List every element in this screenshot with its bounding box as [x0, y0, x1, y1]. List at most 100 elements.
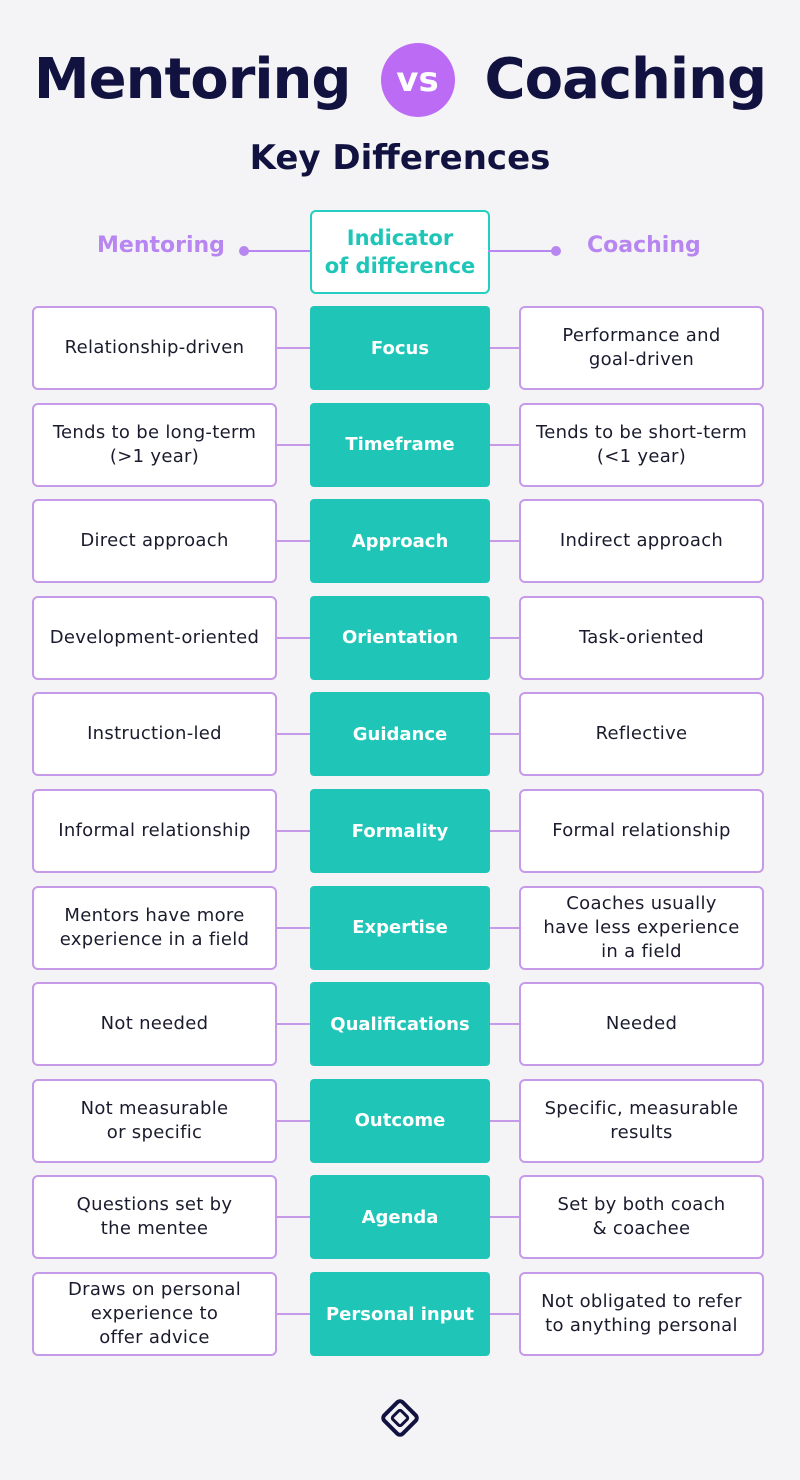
- table-row: Instruction-led Guidance Reflective: [0, 692, 800, 777]
- table-row: Development-oriented Orientation Task-orie…: [0, 595, 800, 680]
- table-row: Tends to be long-term(>1 year) Timeframe T…: [0, 402, 800, 487]
- coaching-cell-line: Performance and: [562, 325, 721, 346]
- coaching-cell-line: Indirect approach: [559, 530, 724, 552]
- mentoring-cell: Tends to be long-term(>1 year): [32, 402, 277, 487]
- connector-right: [488, 830, 521, 832]
- coaching-cell: Formal relationship: [519, 789, 764, 873]
- mentoring-cell-line: experience in a field: [59, 928, 250, 950]
- legend-coaching: Coaching: [587, 233, 701, 258]
- coaching-cell-line: Reflective: [595, 723, 688, 745]
- mentoring-cell-line: Direct approach: [80, 530, 229, 552]
- indicator-cell: Focus: [310, 306, 490, 390]
- coaching-cell-line: & coachee: [592, 1218, 691, 1240]
- legend-right-line: [488, 250, 556, 252]
- indicator-cell: Guidance: [310, 692, 490, 777]
- coaching-cell: Needed: [519, 982, 764, 1067]
- indicator-cell: Timeframe: [310, 402, 490, 487]
- legend-mentoring: Mentoring: [97, 233, 225, 258]
- mentoring-cell-line: Relationship-driven: [64, 337, 245, 358]
- brand-logo-icon: [381, 1399, 419, 1437]
- indicator-cell: Personal input: [310, 1272, 490, 1356]
- coaching-cell-line: Needed: [605, 1013, 678, 1035]
- indicator-cell: Qualifications: [310, 982, 490, 1067]
- connector-left: [277, 1313, 312, 1315]
- coaching-cell-line: Specific, measurable: [544, 1097, 739, 1119]
- coaching-cell-line: have less experience: [543, 916, 740, 938]
- title-coaching: Coaching: [484, 47, 768, 112]
- coaching-cell: Performance and goal-driven: [519, 306, 764, 390]
- connector-left: [277, 1119, 312, 1122]
- indicator-header-line2: of difference: [324, 254, 476, 278]
- mentoring-cell-line: Draws on personal: [67, 1279, 242, 1300]
- mentoring-cell-line: (>1 year): [109, 445, 200, 467]
- connector-right: [488, 443, 521, 446]
- connector-left: [277, 733, 312, 736]
- indicator-cell: Outcome: [310, 1078, 490, 1163]
- mentoring-cell: Not needed: [32, 982, 277, 1067]
- indicator-cell: Agenda: [310, 1175, 490, 1260]
- mentoring-cell-line: Not needed: [100, 1013, 209, 1035]
- mentoring-cell-line: Development-oriented: [49, 626, 260, 648]
- coaching-cell: Tends to be short-term(<1 year): [519, 402, 764, 487]
- connector-right: [488, 1216, 521, 1219]
- coaching-cell-line: Not obligated to refer: [541, 1291, 742, 1312]
- coaching-cell-line: Coaches usually: [566, 892, 717, 914]
- table-row: Informal relationship Formality Formal rel…: [0, 789, 800, 873]
- subtitle: Key Differences: [249, 138, 551, 178]
- mentoring-cell-line: the mentee: [100, 1218, 209, 1240]
- connector-left: [277, 443, 312, 446]
- vs-badge: vs: [380, 43, 455, 117]
- coaching-cell: Indirect approach: [519, 499, 764, 584]
- coaching-cell-line: goal-driven: [588, 349, 695, 370]
- connector-left: [277, 1216, 312, 1219]
- coaching-cell-line: in a field: [601, 940, 682, 962]
- mentoring-cell: Informal relationship: [32, 789, 277, 873]
- connector-left: [277, 636, 312, 639]
- mentoring-cell: Relationship-driven: [32, 306, 277, 390]
- legend-left-line: [244, 250, 311, 252]
- coaching-cell-line: (<1 year): [596, 445, 687, 467]
- mentoring-cell-line: or specific: [106, 1121, 203, 1143]
- connector-left: [277, 347, 312, 349]
- coaching-cell-line: Tends to be short-term: [535, 421, 748, 443]
- mentoring-cell: Instruction-led: [32, 692, 277, 777]
- connector-left: [277, 926, 312, 929]
- connector-right: [488, 1119, 521, 1122]
- indicator-cell: Orientation: [310, 595, 490, 680]
- title-row: Mentoring vs Coaching: [0, 40, 800, 120]
- connector-right: [488, 733, 521, 736]
- connector-left: [277, 540, 312, 543]
- connector-left: [277, 830, 312, 832]
- indicator-header-line1: Indicator: [346, 226, 454, 250]
- coaching-cell: Reflective: [519, 692, 764, 777]
- mentoring-cell-line: offer advice: [99, 1327, 210, 1348]
- mentoring-cell: Draws on personal experience to offer advi…: [32, 1272, 277, 1356]
- coaching-cell-line: results: [610, 1121, 673, 1143]
- coaching-cell-line: Set by both coach: [557, 1194, 726, 1216]
- connector-right: [488, 926, 521, 929]
- title-mentoring: Mentoring: [33, 47, 352, 112]
- coaching-cell-line: Task-oriented: [578, 626, 705, 648]
- coaching-cell: Set by both coach& coachee: [519, 1175, 764, 1260]
- table-row: Direct approach Approach Indirect approach: [0, 499, 800, 584]
- mentoring-cell-line: Tends to be long-term: [52, 421, 257, 443]
- mentoring-cell-line: experience to: [90, 1303, 219, 1324]
- connector-right: [488, 636, 521, 639]
- indicator-cell: Formality: [310, 789, 490, 873]
- mentoring-cell-line: Not measurable: [80, 1097, 229, 1119]
- legend-right-dot: [551, 246, 561, 256]
- connector-right: [488, 1023, 521, 1026]
- mentoring-cell: Development-oriented: [32, 595, 277, 680]
- indicator-cell: Approach: [310, 499, 490, 584]
- connector-right: [488, 540, 521, 543]
- mentoring-cell-line: Mentors have more: [64, 904, 245, 926]
- mentoring-cell: Direct approach: [32, 499, 277, 584]
- table-row: Draws on personal experience to offer advi…: [0, 1272, 800, 1356]
